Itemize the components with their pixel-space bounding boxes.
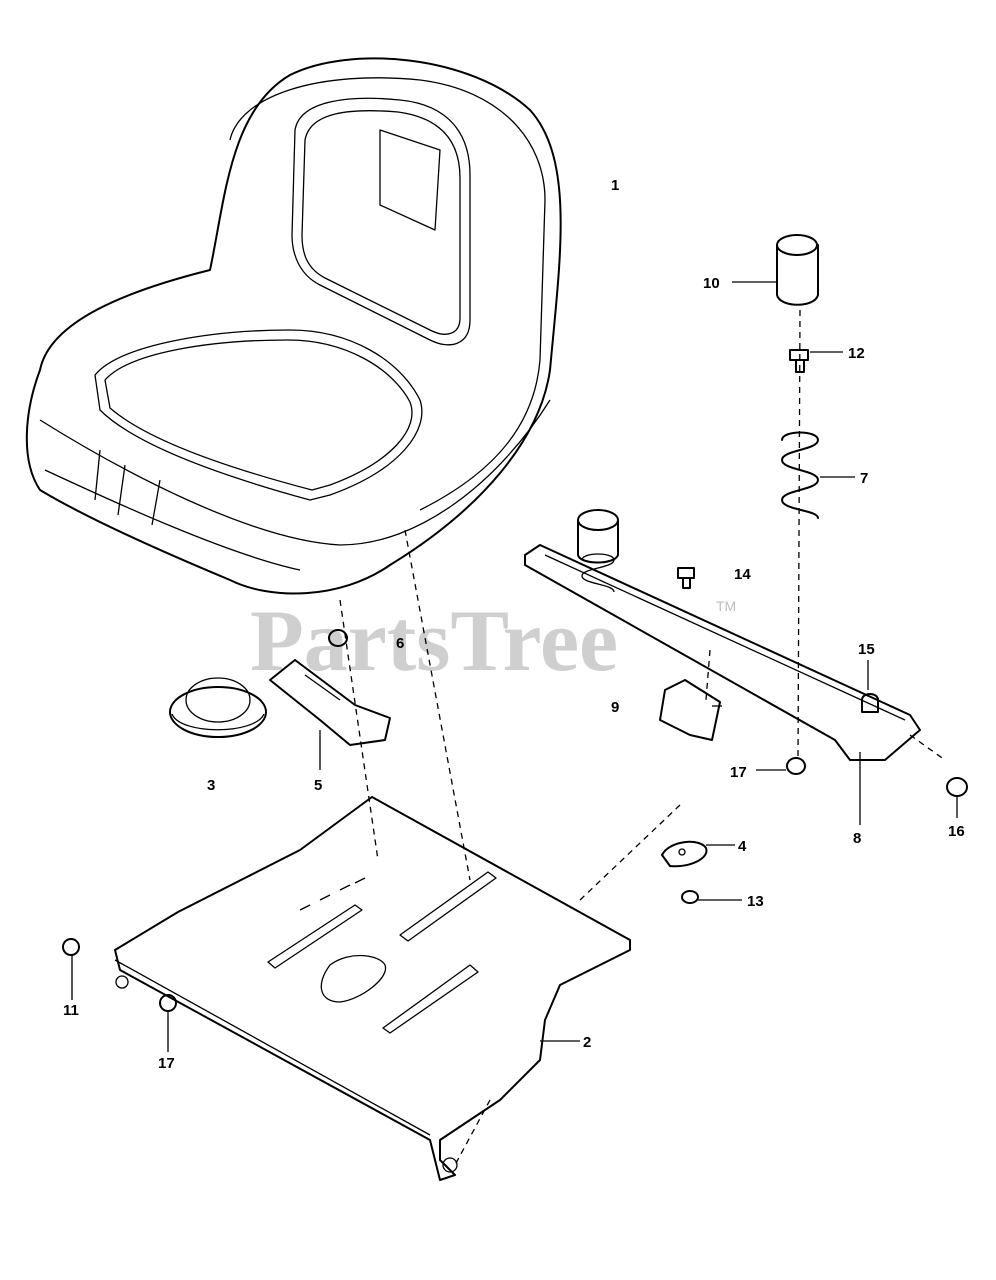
seat-part-1 bbox=[25, 57, 562, 595]
callouts: 1 2 3 4 5 6 7 8 9 10 11 12 13 14 15 16 1… bbox=[63, 177, 965, 1072]
callout-17-pan: 17 bbox=[158, 1055, 175, 1072]
callout-15: 15 bbox=[858, 641, 875, 658]
callout-3: 3 bbox=[207, 777, 215, 794]
mounted-bumper bbox=[577, 509, 619, 593]
callout-13: 13 bbox=[747, 893, 764, 910]
washer-part-4 bbox=[661, 840, 708, 868]
callout-2: 2 bbox=[583, 1034, 591, 1051]
callout-17-rail: 17 bbox=[730, 764, 747, 781]
bumper-part-10 bbox=[776, 234, 819, 306]
callout-14: 14 bbox=[734, 566, 751, 583]
partstree-watermark: PartsTree TM bbox=[250, 593, 736, 690]
callout-1: 1 bbox=[611, 177, 619, 194]
seat-switch-part-3 bbox=[169, 677, 267, 738]
callout-9: 9 bbox=[611, 699, 619, 716]
nut-part-6 bbox=[328, 629, 348, 647]
watermark-trademark: TM bbox=[716, 598, 736, 614]
bracket-part-9 bbox=[659, 679, 721, 741]
callout-12: 12 bbox=[848, 345, 865, 362]
rail-part-8 bbox=[524, 544, 921, 761]
watermark-brand: PartsTree bbox=[250, 593, 618, 690]
callout-4: 4 bbox=[738, 838, 747, 855]
callout-7: 7 bbox=[860, 470, 868, 487]
callout-16: 16 bbox=[948, 823, 965, 840]
callout-10: 10 bbox=[703, 275, 720, 292]
bracket-part-5 bbox=[269, 659, 391, 746]
callout-6: 6 bbox=[396, 635, 404, 652]
callout-8: 8 bbox=[853, 830, 861, 847]
callout-5: 5 bbox=[314, 777, 322, 794]
seat-pan-part-2 bbox=[114, 796, 631, 1181]
assembly-lines bbox=[339, 309, 946, 1166]
leader-lines bbox=[71, 281, 958, 1052]
spring-part-7 bbox=[781, 431, 819, 519]
callout-11: 11 bbox=[63, 1002, 79, 1019]
